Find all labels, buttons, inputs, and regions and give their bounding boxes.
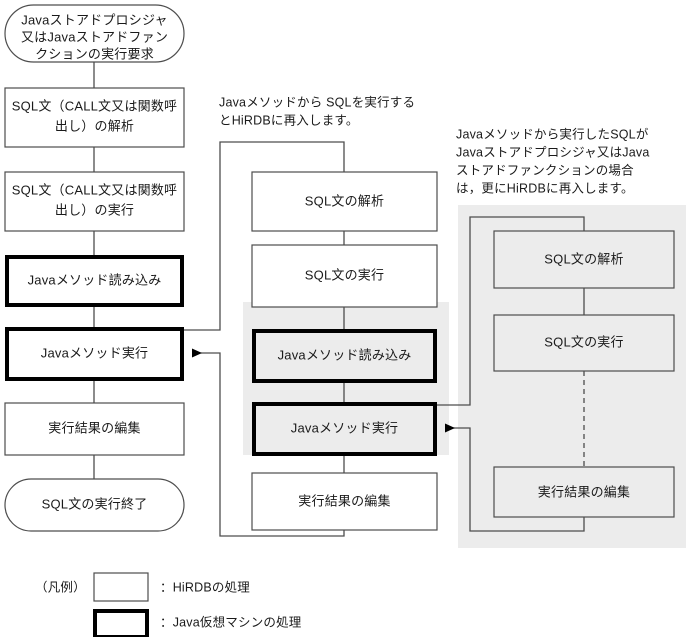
right-step-exec-label: SQL文の実行 — [544, 334, 623, 349]
left-start-line-3: クションの実行要求 — [35, 46, 154, 61]
middle-to-left-return-path — [192, 348, 345, 537]
right-step-exec: SQL文の実行 — [493, 314, 675, 372]
middle-step-run-method-label: Javaメソッド実行 — [291, 420, 398, 435]
left-step-run-method: Javaメソッド実行 — [5, 327, 184, 381]
middle-step-exec-label: SQL文の実行 — [305, 267, 384, 282]
middle-step-parse-label: SQL文の解析 — [305, 193, 384, 208]
left-step-exec-line-1: SQL文（CALL文又は関数呼 — [12, 182, 178, 197]
left-step-parse-line-1: SQL文（CALL文又は関数呼 — [12, 98, 178, 113]
left-step-exec-line-2: 出し）の実行 — [55, 202, 134, 217]
left-step-load-method-label: Javaメソッド読み込み — [28, 272, 162, 287]
left-step-parse-line-2: 出し）の解析 — [55, 118, 134, 133]
right-step-edit-result: 実行結果の編集 — [493, 466, 675, 518]
note-middle-line-1: Javaメソッドから SQLを実行する — [219, 94, 415, 109]
left-step-exec: SQL文（CALL文又は関数呼 出し）の実行 — [4, 171, 185, 232]
note-right-line-1: Javaメソッドから実行したSQLが — [456, 126, 649, 141]
middle-step-exec: SQL文の実行 — [251, 244, 438, 308]
note-middle-line-2: とHiRDBに再入します。 — [219, 113, 359, 127]
middle-step-parse: SQL文の解析 — [251, 171, 438, 232]
left-step-parse: SQL文（CALL文又は関数呼 出し）の解析 — [4, 87, 185, 148]
left-step-edit-result-label: 実行結果の編集 — [48, 420, 140, 435]
right-to-middle-return-path — [445, 423, 585, 532]
legend-caption: （凡例） — [35, 580, 86, 594]
middle-step-run-method: Javaメソッド実行 — [252, 402, 437, 456]
right-step-parse-label: SQL文の解析 — [544, 251, 623, 266]
left-start-terminator: Javaストアドプロシジャ 又はJavaストアドファン クションの実行要求 — [4, 4, 185, 63]
right-step-parse: SQL文の解析 — [493, 230, 675, 289]
left-step-edit-result: 実行結果の編集 — [4, 402, 185, 456]
legend-swatch-jvm — [93, 609, 149, 637]
left-start-line-2: 又はJavaストアドファン — [21, 29, 168, 44]
note-middle-reentry: Javaメソッドから SQLを実行する とHiRDBに再入します。 — [219, 94, 415, 127]
legend-label-hirdb: ：HiRDBの処理 — [160, 580, 250, 594]
left-step-load-method: Javaメソッド読み込み — [5, 255, 184, 307]
left-end-terminator: SQL文の実行終了 — [4, 478, 185, 532]
note-right-reentry: Javaメソッドから実行したSQLが Javaストアドプロシジャ又はJava ス… — [456, 126, 649, 195]
middle-to-right-call-path — [437, 216, 585, 406]
middle-step-edit-result-label: 実行結果の編集 — [298, 493, 390, 508]
right-step-edit-result-label: 実行結果の編集 — [538, 484, 630, 499]
legend-label-jvm: ：Java仮想マシンの処理 — [160, 614, 302, 629]
left-start-line-1: Javaストアドプロシジャ — [21, 12, 167, 27]
note-right-line-4: は，更にHiRDBに再入します。 — [456, 181, 634, 195]
left-end-label: SQL文の実行終了 — [42, 496, 148, 511]
middle-step-edit-result: 実行結果の編集 — [251, 472, 438, 531]
note-right-line-3: ストアドファンクションの場合 — [456, 162, 634, 177]
middle-step-load-method-label: Javaメソッド読み込み — [278, 347, 412, 362]
left-step-run-method-label: Javaメソッド実行 — [41, 345, 148, 360]
legend: （凡例） ：HiRDBの処理 ：Java仮想マシンの処理 — [35, 572, 302, 637]
legend-swatch-hirdb — [93, 572, 149, 602]
note-right-line-2: Javaストアドプロシジャ又はJava — [456, 145, 649, 159]
middle-step-load-method: Javaメソッド読み込み — [252, 329, 437, 383]
left-to-middle-call-path — [184, 141, 345, 331]
